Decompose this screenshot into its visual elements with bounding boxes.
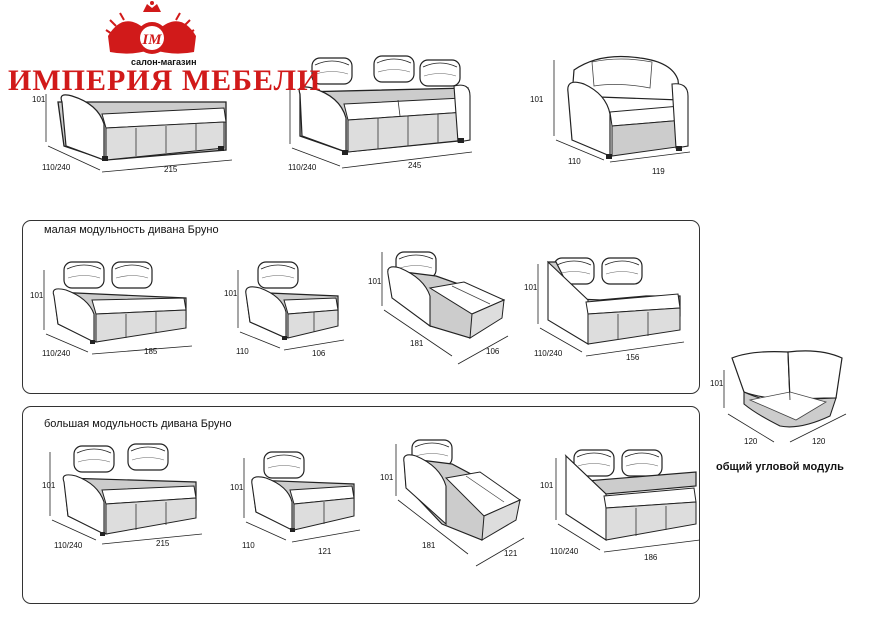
armchair-drawing	[567, 55, 689, 159]
large-m1-height: 101	[42, 481, 56, 490]
small-chaise-module-drawing	[387, 251, 506, 339]
top-sofa-1-height: 101	[32, 95, 46, 104]
small-m1-depth: 110/240	[42, 349, 71, 358]
large-armless-module-drawing	[564, 449, 697, 542]
large-m4-depth: 110/240	[550, 547, 579, 556]
small-m3-depth: 181	[410, 339, 424, 348]
small-m4-width: 156	[626, 353, 640, 362]
small-sofa-module-drawing	[52, 261, 187, 344]
small-armrest-module-drawing	[245, 261, 339, 340]
corner-side-a: 120	[744, 437, 758, 446]
small-modularity-title: малая модульность дивана Бруно	[44, 224, 219, 236]
corner-side-b: 120	[812, 437, 826, 446]
top-sofa-1-depth: 110/240	[42, 163, 71, 172]
sofa-2-seat-drawing	[57, 94, 227, 161]
top-sofa-2-width: 245	[408, 161, 422, 170]
small-m3-width: 106	[486, 347, 500, 356]
small-m2-height: 101	[224, 289, 238, 298]
large-modularity-title: большая модульность дивана Бруно	[44, 418, 232, 430]
small-m4-depth: 110/240	[534, 349, 563, 358]
large-armrest-module-drawing	[251, 451, 355, 532]
small-armless-module-drawing	[547, 257, 681, 345]
large-sofa-module-drawing	[62, 443, 197, 536]
eagle-crest-icon: IM	[105, 1, 196, 54]
large-m3-height: 101	[380, 473, 394, 482]
large-m1-width: 215	[156, 539, 170, 548]
small-m4-height: 101	[524, 283, 538, 292]
large-m2-height: 101	[230, 483, 244, 492]
top-armchair-width: 119	[652, 167, 665, 176]
sofa-3-seat-drawing	[298, 55, 471, 155]
corner-height: 101	[710, 379, 724, 388]
large-m1-depth: 110/240	[54, 541, 83, 550]
large-m4-height: 101	[540, 481, 554, 490]
brand-tagline: салон-магазин	[131, 57, 197, 67]
small-m2-depth: 110	[236, 347, 249, 356]
small-m1-width: 185	[144, 347, 158, 356]
top-sofa-2-depth: 110/240	[288, 163, 317, 172]
top-armchair-depth: 110	[568, 157, 581, 166]
monogram-text: IM	[141, 32, 162, 48]
top-sofa-1-width: 215	[164, 165, 178, 174]
top-armchair-height: 101	[530, 95, 544, 104]
large-m4-width: 186	[644, 553, 658, 562]
small-m3-height: 101	[368, 277, 382, 286]
large-m3-width: 121	[504, 549, 518, 558]
small-m2-width: 106	[312, 349, 326, 358]
corner-module-caption: общий угловой модуль	[716, 461, 844, 473]
large-m2-width: 121	[318, 547, 332, 556]
large-chaise-module-drawing	[403, 439, 522, 541]
corner-module-drawing	[731, 350, 843, 428]
large-m3-depth: 181	[422, 541, 436, 550]
brand-name: ИМПЕРИЯ МЕБЕЛИ	[8, 64, 322, 97]
small-m1-height: 101	[30, 291, 44, 300]
large-m2-depth: 110	[242, 541, 255, 550]
